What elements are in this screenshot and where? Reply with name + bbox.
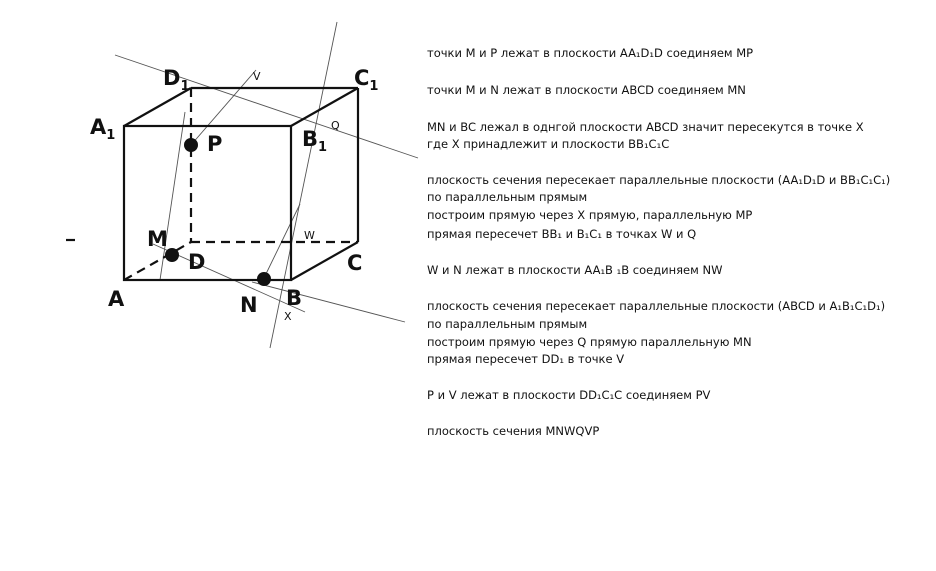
note-line: W и N лежат в плоскости AA₁B ₁B соединяе… [427,263,723,277]
edge-ad-hidden [123,241,192,281]
note-line: по параллельным прямым [427,190,588,204]
note-line: прямая пересечет BB₁ и B₁C₁ в точках W и… [427,227,697,241]
note-line: построим прямую через Q прямую параллель… [427,335,752,349]
face-front [122,124,293,282]
point-label-m: M [147,227,168,251]
point-n-dot [257,272,271,286]
edge-b1c1 [290,87,359,127]
vertex-label-c: C [347,251,362,275]
note-line: точки M и P лежат в плоскости AA₁D₁D сое… [427,46,754,60]
vertex-label-b: B [286,286,302,310]
point-label-q: Q [331,119,340,132]
note-line: P и V лежат в плоскости DD₁C₁C соединяем… [427,388,711,402]
point-m-dot [165,248,179,262]
vertex-label-b1: B1 [302,127,327,155]
vertex-label-a: A [108,287,125,311]
note-line: плоскость сечения MNWQVP [427,424,600,438]
point-p-dot [184,138,198,152]
note-line: прямая пересечет DD₁ в точке V [427,352,625,366]
construction-notes: точки M и P лежат в плоскости AA₁D₁D сое… [427,0,932,571]
note-line: по параллельным прямым [427,317,588,331]
line-pv [190,69,257,146]
line-through-x-parallel-mp [269,21,338,349]
note-line: плоскость сечения пересекает параллельны… [427,173,891,187]
note-line: MN и BC лежал в однгой плоскости ABCD зн… [427,120,864,134]
edge-bc [290,241,359,281]
line-mp-extended [159,111,186,281]
point-label-p: P [207,132,222,156]
vertex-label-d1: D1 [163,66,189,94]
line-bc-extended [251,281,406,323]
line-through-q-parallel-mn [114,54,419,159]
note-line: плоскость сечения пересекает параллельны… [427,299,886,313]
edge-a1d1 [123,87,192,127]
note-line: построим прямую через X прямую, параллел… [427,208,753,222]
note-line: где X принадлежит и плоскости BB₁C₁C [427,137,670,151]
vertex-label-a1: A1 [90,115,115,143]
note-line: точки M и N лежат в плоскости ABCD соеди… [427,83,746,97]
point-label-x: X [284,310,292,323]
cube-section-figure: D1 C1 A1 B1 A B C D P M N V Q W X [66,21,419,349]
vertex-label-d: D [188,250,205,274]
point-label-v: V [253,70,261,83]
vertex-label-c1: C1 [354,66,378,94]
point-label-n: N [240,293,258,317]
point-label-w: W [304,229,315,242]
